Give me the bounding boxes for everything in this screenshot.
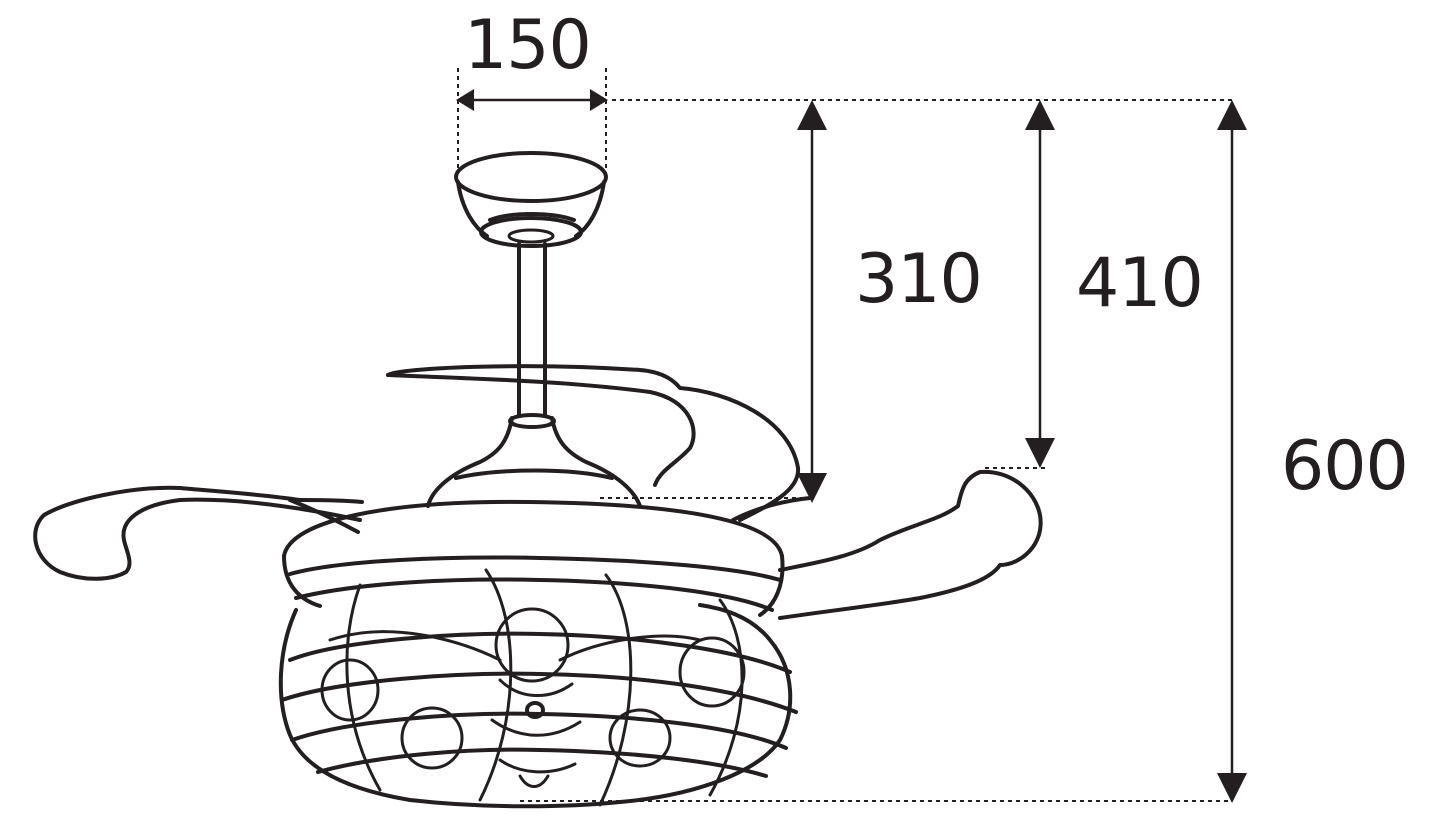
motor-housing <box>426 413 642 508</box>
height-to-blades-label: 310 <box>855 240 983 319</box>
canopy <box>454 151 608 248</box>
dimension-lines <box>456 68 1247 803</box>
downrod <box>517 242 547 418</box>
light-cage <box>278 568 798 809</box>
upper-blade <box>386 364 801 522</box>
fan-body-ring <box>282 499 785 617</box>
right-blade <box>731 469 1043 620</box>
overall-height-label: 600 <box>1281 427 1409 506</box>
height-to-lower-blade-label: 410 <box>1076 244 1204 323</box>
left-blade <box>33 485 364 581</box>
canopy-width-label: 150 <box>464 6 592 85</box>
